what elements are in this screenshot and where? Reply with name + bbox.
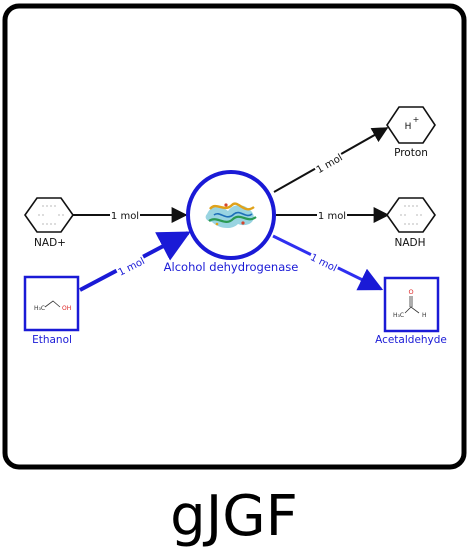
hexagon-ring-icon bbox=[386, 106, 436, 144]
node-label-acetaldehyde: Acetaldehyde bbox=[375, 334, 447, 346]
hexagon-ring-icon bbox=[24, 197, 74, 233]
edge-label-nadh: 1 mol bbox=[318, 211, 346, 222]
node-label-nad: NAD+ bbox=[34, 237, 66, 249]
acetaldehyde-atom-o: O bbox=[408, 288, 413, 296]
node-nad[interactable]: NAD+ bbox=[24, 197, 74, 249]
diagram-caption: gJGF bbox=[170, 484, 298, 547]
node-enzyme[interactable]: Alcohol dehydrogenase bbox=[164, 170, 299, 274]
ethanol-box bbox=[23, 275, 80, 332]
acetaldehyde-atom-h: H bbox=[422, 312, 427, 319]
ethanol-formula-right: OH bbox=[62, 305, 71, 312]
node-label-ethanol: Ethanol bbox=[32, 334, 72, 346]
node-acetaldehyde[interactable]: O H₃C H Acetaldehyde bbox=[375, 276, 447, 346]
protein-structure-icon bbox=[205, 202, 257, 229]
acetaldehyde-bond-skeleton bbox=[404, 296, 420, 314]
proton-charge: + bbox=[413, 115, 420, 124]
node-label-proton: Proton bbox=[394, 147, 428, 159]
proton-symbol: H bbox=[405, 122, 412, 132]
acetaldehyde-box bbox=[383, 276, 440, 333]
edge-label-nad: 1 mol bbox=[111, 211, 139, 222]
hexagon-ring-icon bbox=[386, 197, 436, 233]
node-ethanol[interactable]: H₃C OH Ethanol bbox=[23, 275, 80, 346]
node-nadh[interactable]: NADH bbox=[386, 197, 436, 249]
node-label-nadh: NADH bbox=[394, 237, 425, 249]
node-proton[interactable]: H + Proton bbox=[386, 106, 436, 159]
ethanol-formula-left: H₃C bbox=[34, 305, 45, 312]
ethanol-bond-skeleton bbox=[44, 300, 61, 308]
acetaldehyde-atom-c: H₃C bbox=[393, 312, 404, 319]
node-label-enzyme: Alcohol dehydrogenase bbox=[164, 260, 299, 274]
